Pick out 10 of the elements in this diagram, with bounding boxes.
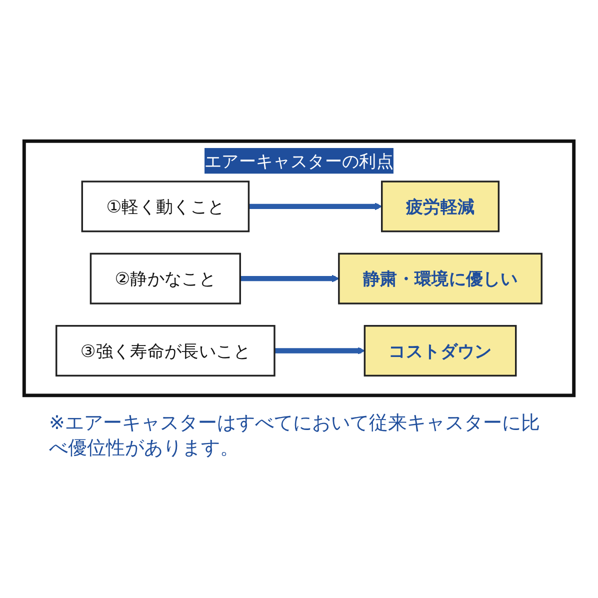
- node-box: ③強く寿命が長いこと: [56, 325, 276, 377]
- node-box: コストダウン: [364, 325, 517, 377]
- node-box: 疲労軽減: [381, 180, 500, 232]
- arrow: [274, 347, 366, 355]
- arrow: [248, 202, 382, 210]
- node-box: ①軽く動くこと: [81, 180, 250, 232]
- arrow: [240, 274, 340, 282]
- node-box: 静粛・環境に優しい: [338, 252, 542, 304]
- footnote: ※エアーキャスターはすべてにおいて従来キャスターに比べ優位性があります。: [49, 410, 541, 462]
- node-box: ②静かなこと: [90, 252, 241, 304]
